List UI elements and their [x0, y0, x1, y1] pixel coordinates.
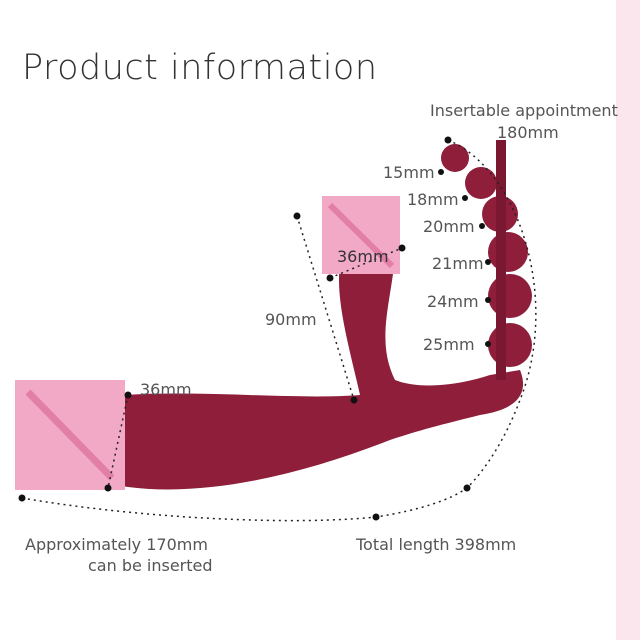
insertable-dim-line — [447, 139, 537, 489]
beads — [441, 140, 532, 380]
bead-5-size: 24mm — [427, 292, 479, 311]
inserted-label-1: Approximately 170mm — [25, 535, 208, 554]
insertable-label: Insertable appointment — [430, 101, 618, 120]
diameter-left-line — [107, 394, 129, 489]
shaft-length-label: 90mm — [265, 310, 317, 329]
bead-3-size: 20mm — [423, 217, 475, 236]
inserted-label-2: can be inserted — [88, 556, 213, 575]
page-title: Product information — [22, 48, 378, 88]
shaft-length-dim-line — [296, 215, 355, 401]
side-strip — [616, 0, 640, 640]
censor-left — [15, 380, 125, 490]
bead-4-size: 21mm — [432, 254, 484, 273]
shaft-diameter-label: 36mm — [337, 247, 389, 266]
total-length-dim-line — [21, 487, 468, 522]
bead-2-size: 18mm — [407, 190, 459, 209]
diameter-top-line — [329, 247, 403, 279]
censor-top — [322, 196, 400, 274]
bead-1-size: 15mm — [383, 163, 435, 182]
dim-dots — [18, 136, 491, 521]
insertable-length: 180mm — [497, 123, 559, 142]
long-diameter-label: 36mm — [140, 380, 192, 399]
product-body — [115, 255, 524, 490]
total-length-label: Total length 398mm — [356, 535, 517, 554]
bead-6-size: 25mm — [423, 335, 475, 354]
